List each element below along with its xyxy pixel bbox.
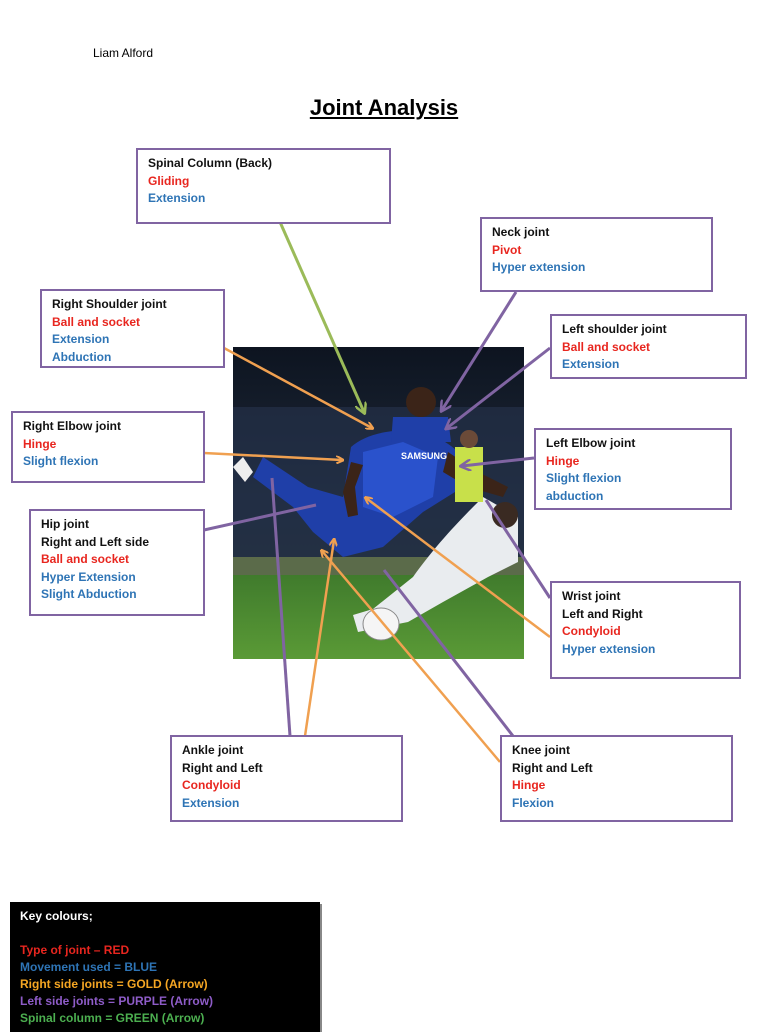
colour-key: Key colours; Type of joint – RED Movemen… xyxy=(10,902,320,1032)
joint-name: Neck joint xyxy=(492,225,550,239)
joint-type: Ball and socket xyxy=(52,314,141,329)
key-line-type: Type of joint – RED xyxy=(20,943,130,957)
joint-name: Knee joint xyxy=(512,743,571,757)
knee-arrow-right xyxy=(322,551,501,763)
knee-joint-box: Knee joint Right and Left Hinge Flexion xyxy=(500,735,733,822)
ankle-arrow-left xyxy=(270,477,292,737)
joint-movement: Slight flexion xyxy=(546,471,622,485)
joint-movement: Extension xyxy=(148,191,206,205)
joint-name: Hip joint xyxy=(41,517,89,531)
joint-type: Hinge xyxy=(546,453,580,468)
joint-name: Right Elbow joint xyxy=(23,419,121,433)
joint-movement: Slight flexion xyxy=(23,454,99,468)
knee-arrow-left xyxy=(382,569,515,737)
joint-movement: Abduction xyxy=(52,349,112,364)
joint-movement: Slight Abduction xyxy=(41,587,137,601)
joint-type: Pivot xyxy=(492,242,522,257)
key-line-right: Right side joints = GOLD (Arrow) xyxy=(20,977,208,991)
right-shoulder-box: Right Shoulder joint Ball and socket Ext… xyxy=(40,289,225,368)
joint-movement: Extension xyxy=(562,357,620,371)
wrist-arrow-left xyxy=(484,499,552,599)
right-elbow-box: Right Elbow joint Hinge Slight flexion xyxy=(11,411,205,483)
joint-type: Condyloid xyxy=(562,624,621,638)
joint-movement: Hyper extension xyxy=(492,260,586,274)
joint-side: Right and Left xyxy=(182,760,263,775)
spinal-column-box: Spinal Column (Back) Gliding Extension xyxy=(136,148,391,224)
joint-side: Right and Left xyxy=(512,760,593,775)
left-shoulder-arrow xyxy=(447,346,551,428)
author-name: Liam Alford xyxy=(93,46,154,60)
ankle-joint-box: Ankle joint Right and Left Condyloid Ext… xyxy=(170,735,403,822)
joint-movement: Extension xyxy=(52,332,110,346)
hip-joint-box: Hip joint Right and Left side Ball and s… xyxy=(29,509,205,616)
wrist-joint-box: Wrist joint Left and Right Condyloid Hyp… xyxy=(550,581,741,679)
joint-name: Left shoulder joint xyxy=(562,322,667,336)
joint-type: Ball and socket xyxy=(562,339,651,354)
page-title: Joint Analysis xyxy=(309,95,459,120)
joint-name: Left Elbow joint xyxy=(546,436,636,450)
joint-movement: Flexion xyxy=(512,795,555,810)
key-line-spinal: Spinal column = GREEN (Arrow) xyxy=(20,1011,205,1025)
wrist-arrow xyxy=(366,498,551,638)
joint-name: Spinal Column (Back) xyxy=(148,156,273,170)
key-line-movement: Movement used = BLUE xyxy=(20,960,158,974)
joint-name: Right Shoulder joint xyxy=(52,297,167,311)
left-elbow-box: Left Elbow joint Hinge Slight flexion ab… xyxy=(534,428,732,510)
left-shoulder-box: Left shoulder joint Ball and socket Exte… xyxy=(550,314,747,379)
jersey-sponsor-text: SAMSUNG xyxy=(401,451,447,461)
left-elbow-arrow xyxy=(462,456,535,466)
joint-side: Right and Left side xyxy=(41,534,149,549)
joint-type: Hinge xyxy=(512,778,546,792)
right-elbow-arrow xyxy=(203,451,342,460)
key-line-left: Left side joints = PURPLE (Arrow) xyxy=(20,994,214,1008)
hip-arrow xyxy=(203,503,317,532)
joint-movement: abduction xyxy=(546,488,604,503)
joint-movement: Hyper Extension xyxy=(41,569,136,584)
joint-type: Ball and socket xyxy=(41,552,130,566)
joint-movement: Extension xyxy=(182,795,240,810)
neck-arrow xyxy=(442,291,518,410)
spinal-arrow xyxy=(278,221,364,412)
joint-type: Gliding xyxy=(148,173,190,188)
ankle-arrow-right xyxy=(303,540,334,737)
joint-side: Left and Right xyxy=(562,606,643,621)
joint-type: Hinge xyxy=(23,436,57,451)
right-shoulder-arrow xyxy=(223,346,372,428)
neck-joint-box: Neck joint Pivot Hyper extension xyxy=(480,217,713,292)
joint-movement: Hyper extension xyxy=(562,641,656,656)
joint-name: Wrist joint xyxy=(562,589,621,603)
joint-type: Condyloid xyxy=(182,778,241,792)
joint-name: Ankle joint xyxy=(182,743,244,757)
key-heading: Key colours; xyxy=(20,909,93,923)
